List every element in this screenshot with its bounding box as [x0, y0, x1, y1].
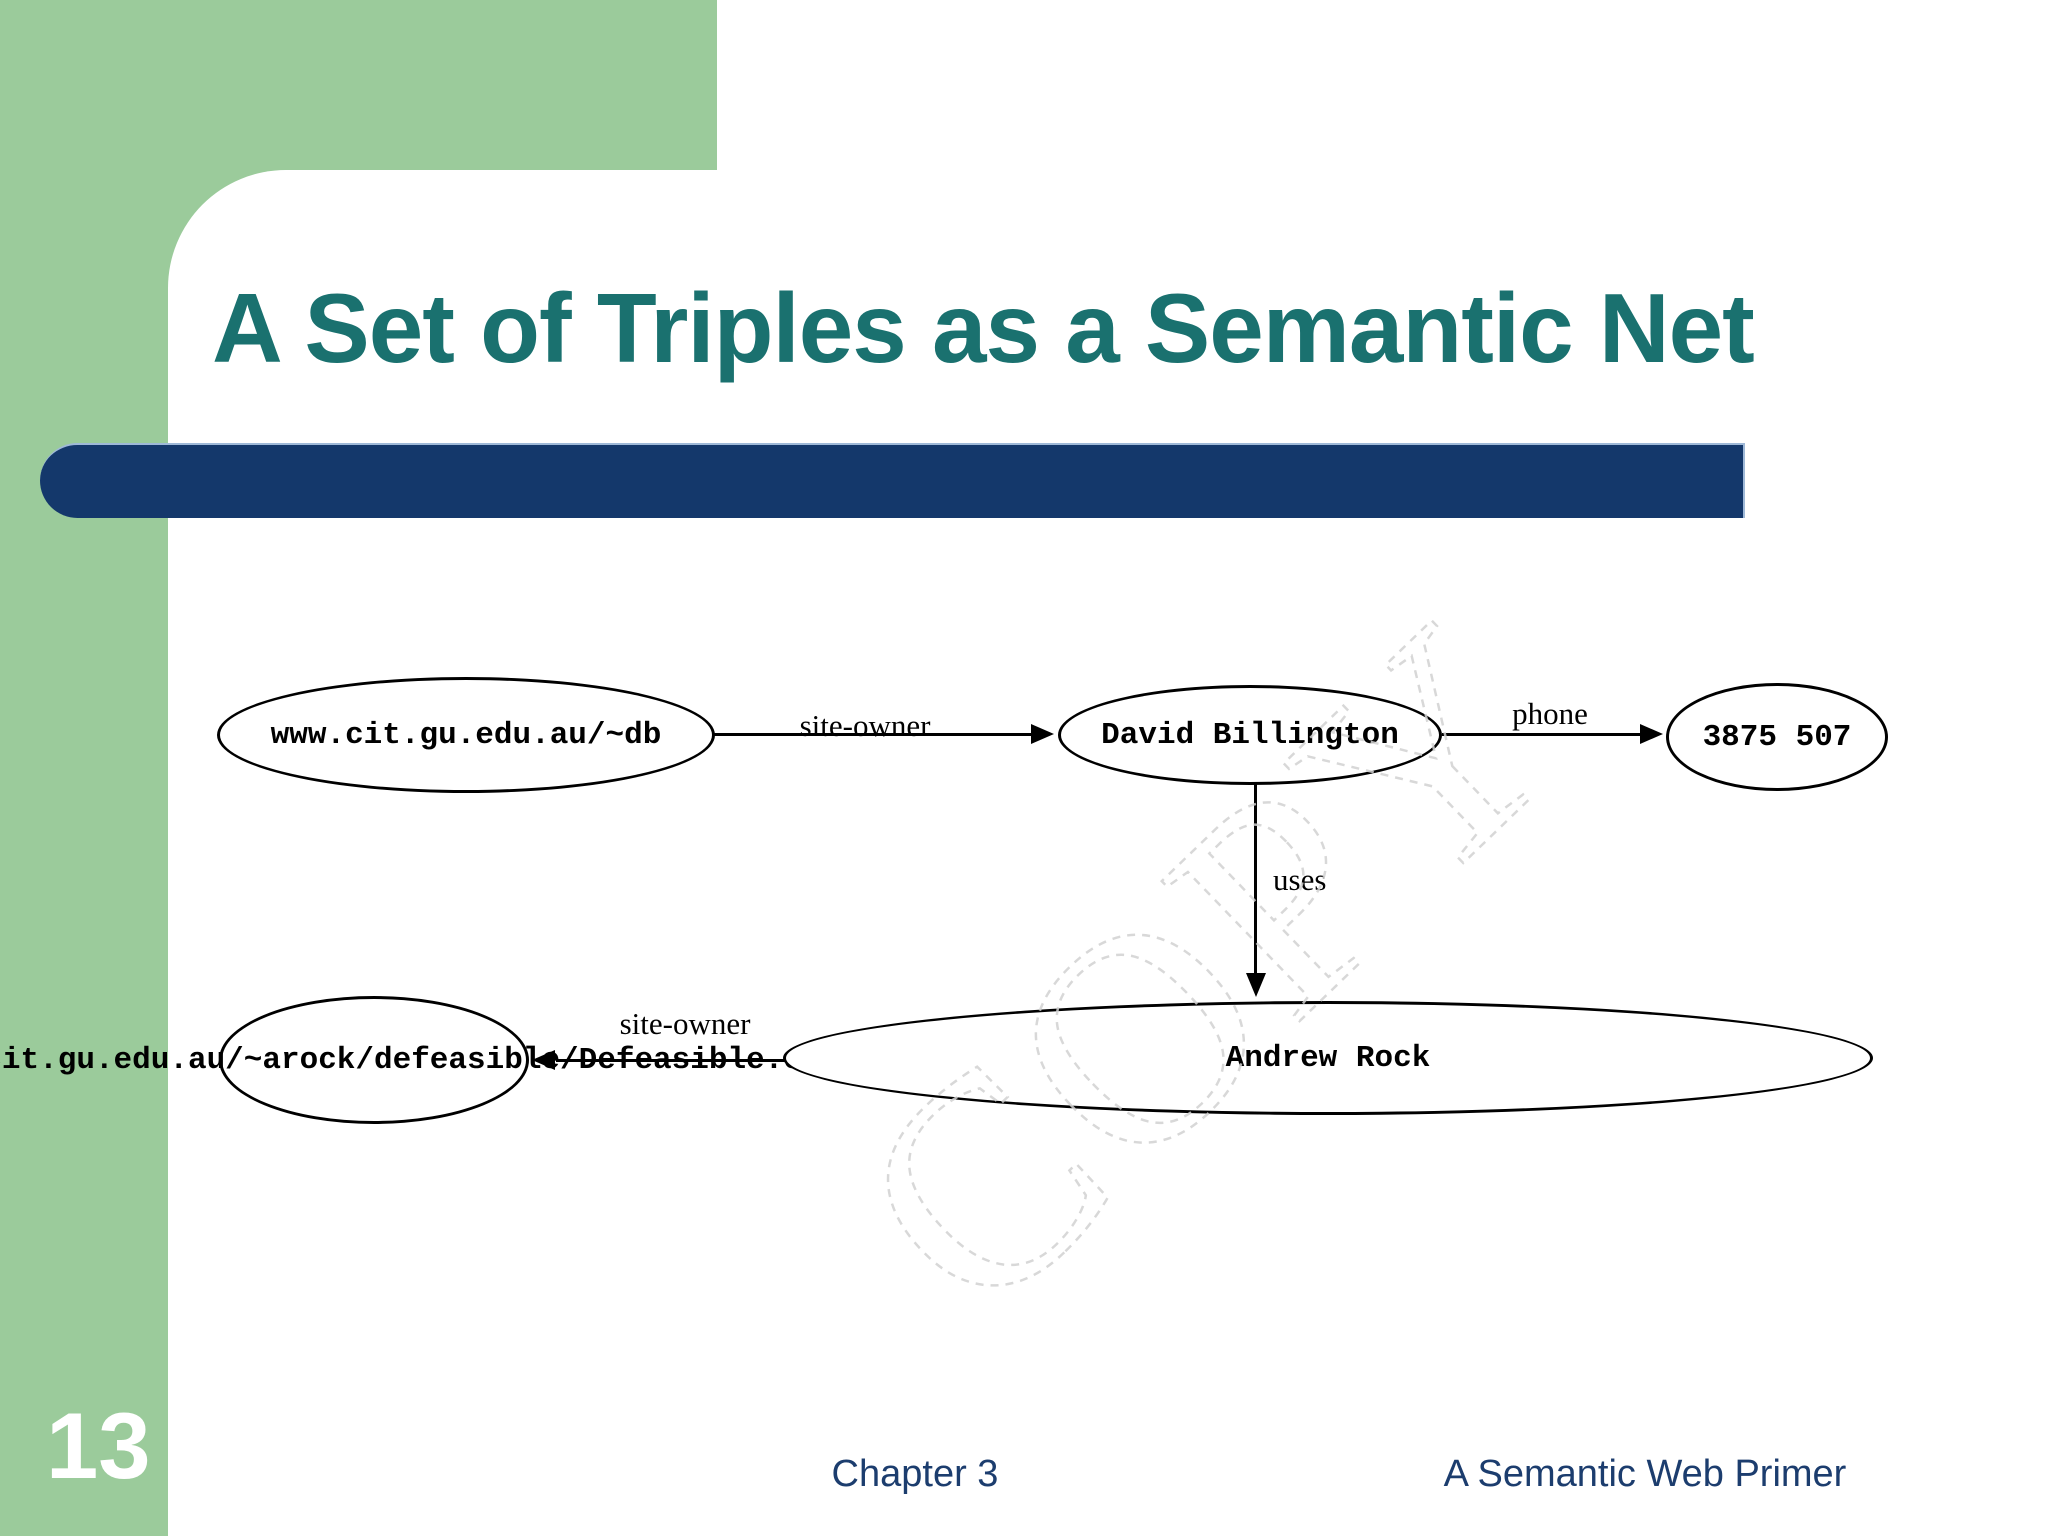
node-label: www.cit.gu.edu.au/~arock/defeasible/Defe… [0, 1042, 840, 1078]
edge-label-site-owner-bottom: site-owner [619, 1006, 751, 1041]
title-underline-bar [40, 443, 1745, 518]
edge-line-uses [1254, 783, 1257, 975]
node-label: Andrew Rock [1225, 1040, 1431, 1076]
footer-book-title: A Semantic Web Primer [1443, 1453, 1847, 1495]
node-ellipse-db-homepage: www.cit.gu.edu.au/~db [217, 677, 715, 793]
green-sidebar [0, 0, 168, 1536]
edge-line-site-owner-bottom [556, 1059, 785, 1062]
node-ellipse-andrew-rock: www.cit.gu.edu.au/~arock/defeasible/Defe… [0, 996, 839, 1124]
footer-chapter: Chapter 3 [831, 1453, 999, 1495]
node-label: David Billington [1101, 717, 1399, 753]
edge-label-phone: phone [1512, 696, 1588, 731]
node-ellipse-defeasible-cgi: Andrew Rock [783, 1001, 1873, 1115]
node-ellipse-david-billington: David Billington [1058, 685, 1442, 785]
content-panel [168, 170, 2048, 1536]
arrowhead-down-icon [1246, 973, 1266, 997]
arrowhead-left-icon [532, 1050, 555, 1070]
node-ellipse-phone-number: 3875 507 [1666, 683, 1888, 791]
edge-line-phone [1442, 733, 1642, 736]
page-number: 13 [46, 1393, 151, 1498]
arrowhead-right-icon [1640, 724, 1663, 744]
node-label: www.cit.gu.edu.au/~db [270, 717, 662, 753]
page-title: A Set of Triples as a Semantic Net [212, 273, 1755, 383]
node-label: 3875 507 [1702, 719, 1852, 755]
arrowhead-right-icon [1031, 724, 1054, 744]
edge-line-site-owner-top [713, 733, 1035, 736]
edge-label-uses: uses [1273, 862, 1327, 897]
edge-label-site-owner-top: site-owner [799, 708, 931, 743]
